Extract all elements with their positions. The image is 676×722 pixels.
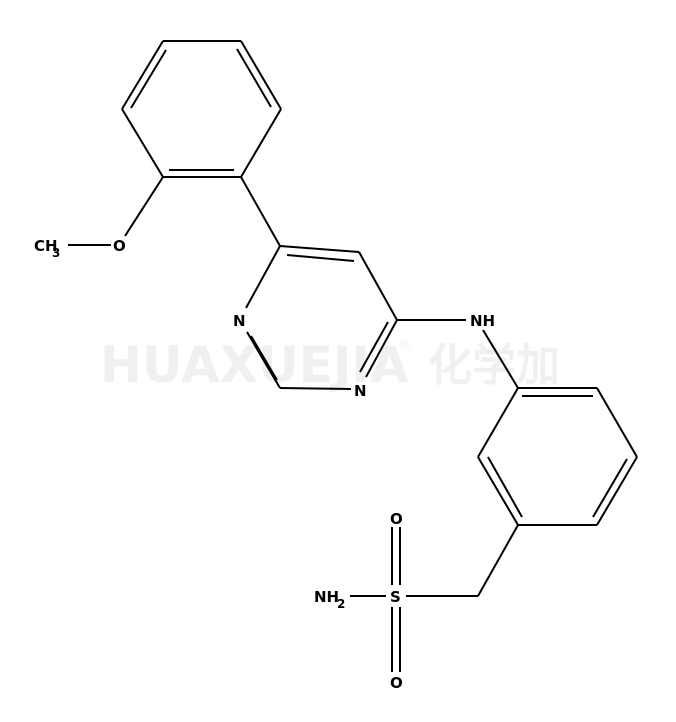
svg-text:CH: CH [34, 237, 58, 255]
svg-text:NH: NH [314, 588, 339, 606]
nh2-label: NH 2 [314, 588, 345, 611]
amine-linker [397, 319, 519, 389]
svg-text:2: 2 [337, 597, 345, 611]
methoxy-group [68, 176, 164, 246]
ch3-label: CH 3 [34, 237, 60, 260]
pyrimidine-nitrogen-bottom-label: N [354, 382, 367, 400]
amine-nh-label: NH [470, 312, 495, 330]
phenyl-ring [477, 387, 638, 526]
watermark-registered: ® [398, 338, 412, 354]
methoxyphenyl-ring [121, 40, 282, 178]
pyrimidine-nitrogen-left-label: N [233, 312, 246, 330]
sulfonamide-group [350, 524, 519, 672]
svg-text:3: 3 [52, 246, 60, 260]
pyrimidine-ring [245, 245, 398, 390]
sulfonyl-oxygen-bottom-label: O [390, 674, 403, 692]
sulfur-label: S [390, 588, 401, 606]
sulfonyl-oxygen-top-label: O [390, 510, 403, 528]
biaryl-bond [240, 176, 281, 247]
methoxy-oxygen-label: O [113, 237, 126, 255]
